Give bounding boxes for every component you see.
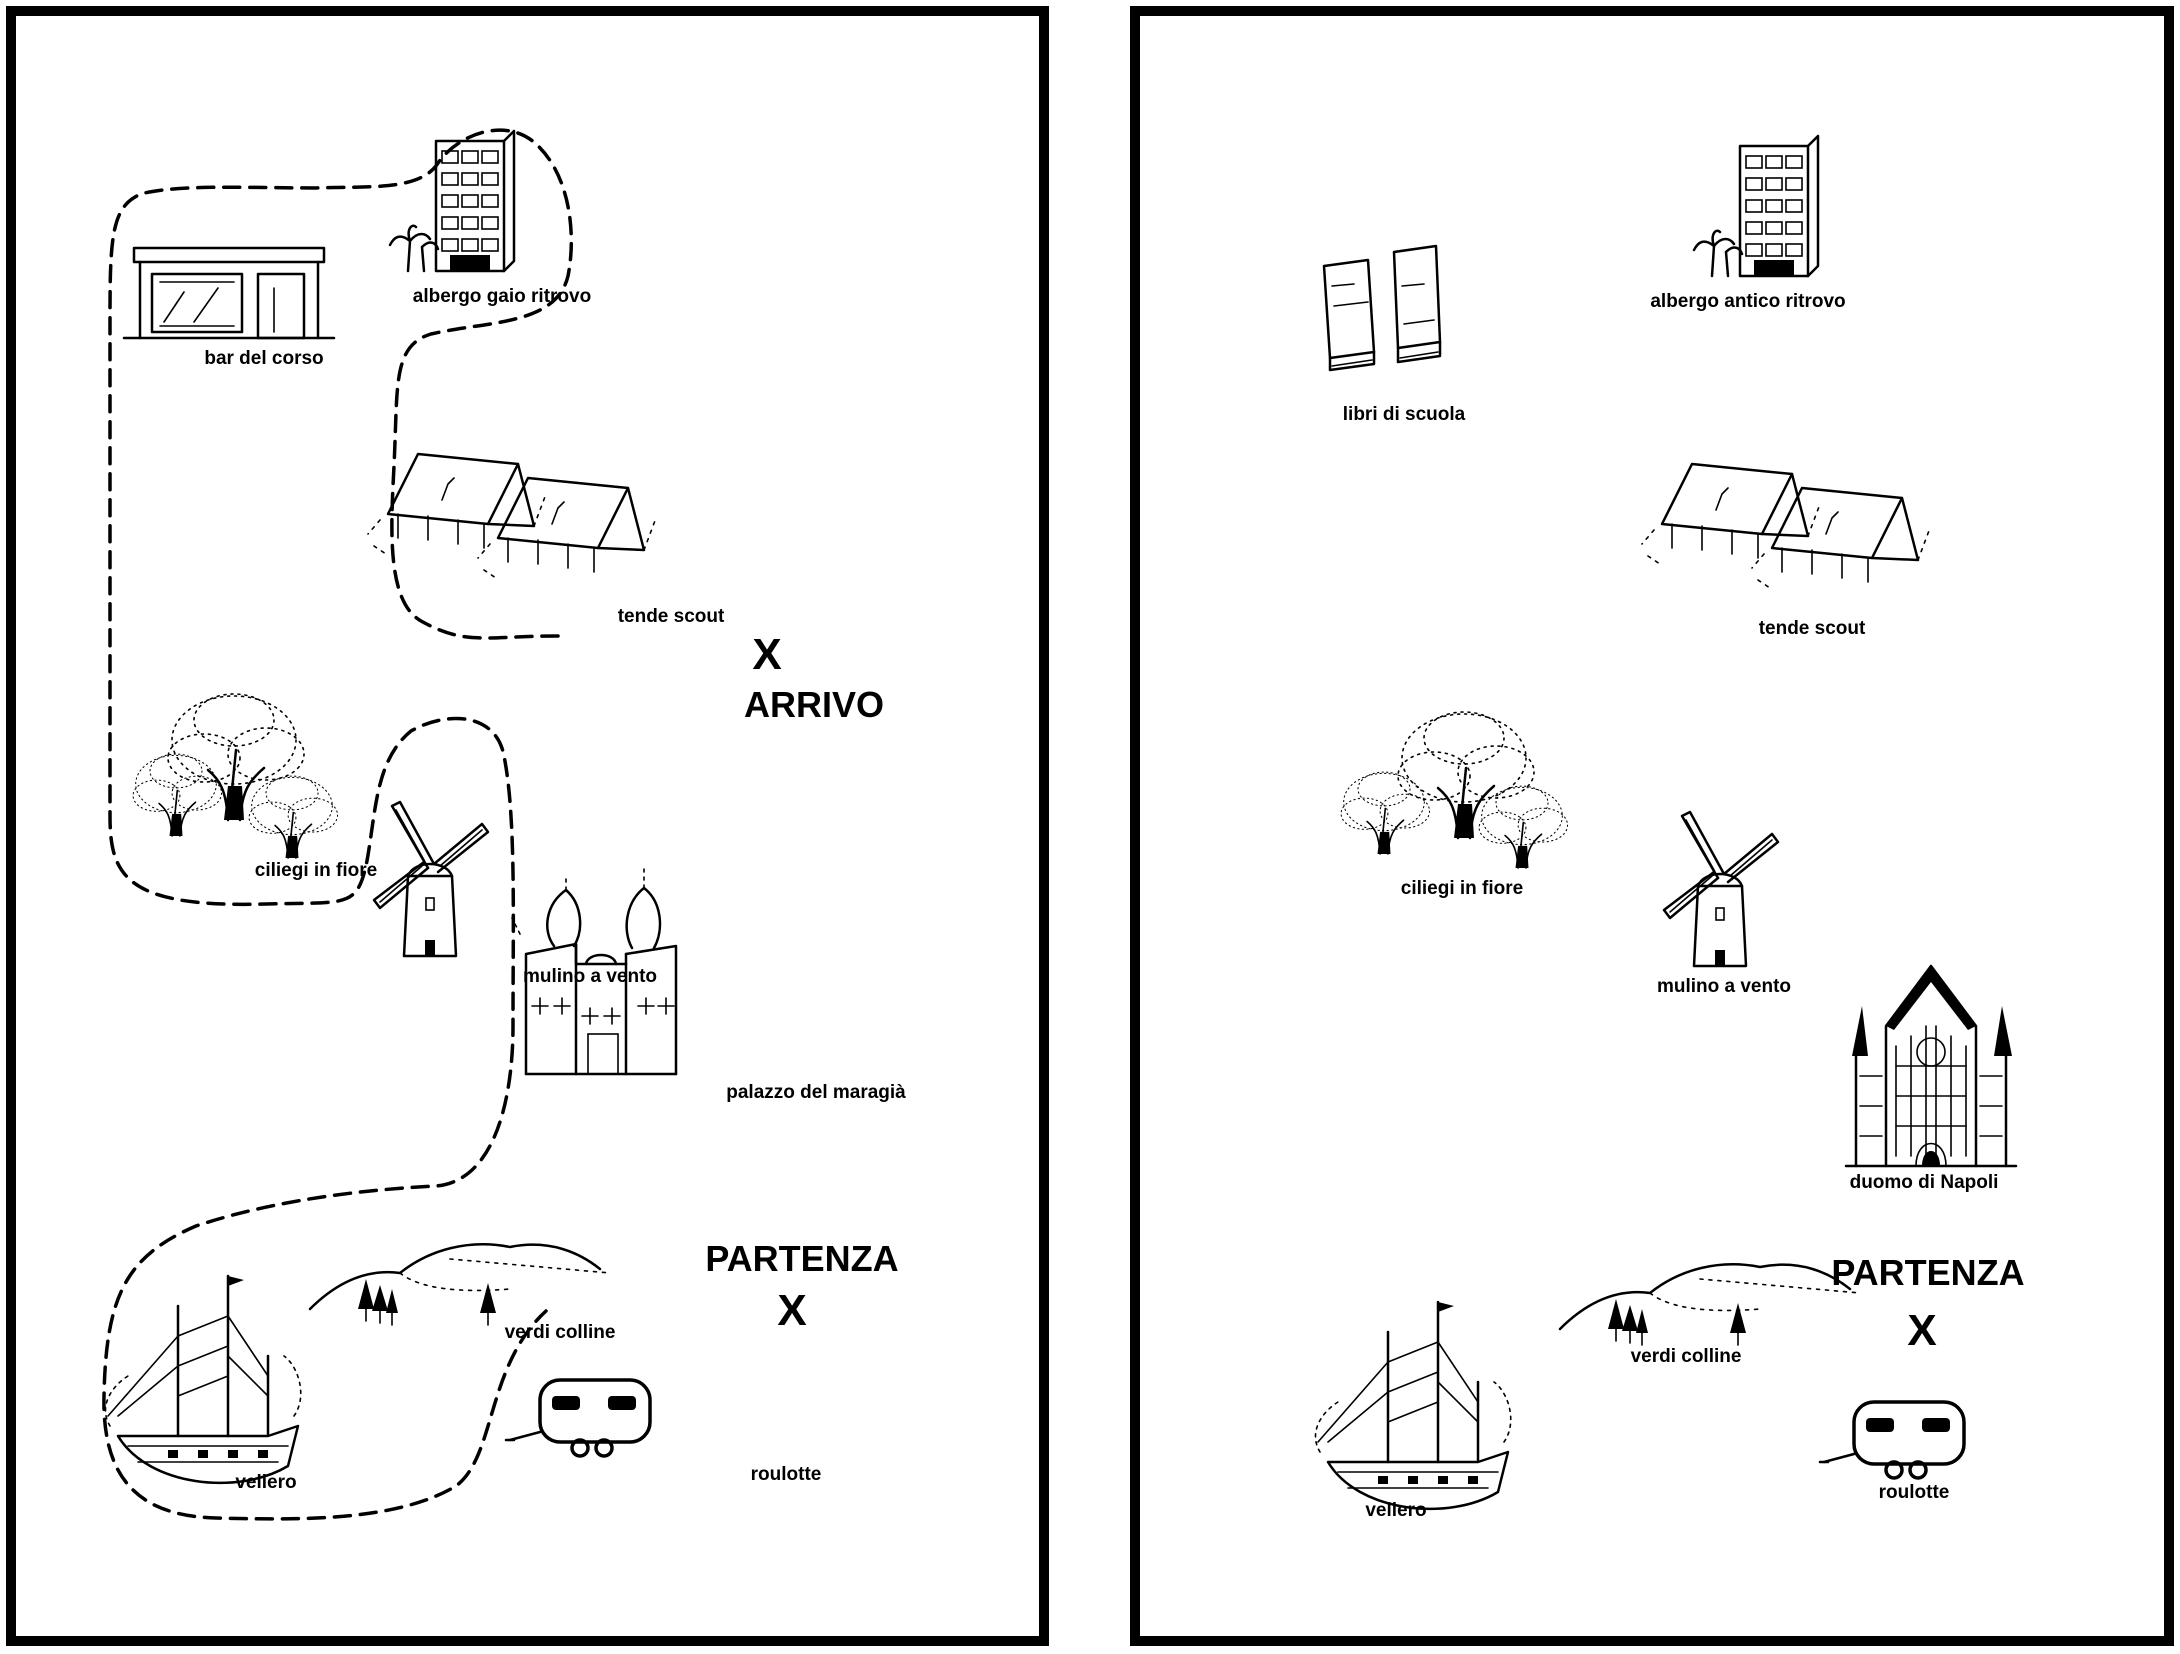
landmark-label-ship: veliero <box>1365 1500 1427 1521</box>
books-icon <box>1322 244 1442 372</box>
landmark-label-hotel: albergo antico ritrovo <box>1650 291 1846 312</box>
landmark-label-hotel: albergo gaio ritrovo <box>412 286 592 307</box>
landmark-label-hills: verdi colline <box>504 1322 616 1343</box>
landmark-label-books: libri di scuola <box>1342 404 1466 425</box>
landmark-label-ship: veliero <box>235 1472 297 1493</box>
landmark-label-windmill: mulino a vento <box>1656 976 1792 997</box>
landmark-label-hills: verdi colline <box>1630 1346 1742 1367</box>
sailing-ship-icon <box>1314 1300 1512 1511</box>
landmark-label-windmill: mulino a vento <box>522 966 658 987</box>
right-map: libri di scuola albergo antico ritrovo t… <box>1130 6 2174 1646</box>
caravan-icon <box>1818 1400 1966 1480</box>
windmill-icon <box>1662 810 1780 968</box>
cathedral-icon <box>1844 964 2018 1168</box>
landmark-label-trees: ciliegi in fiore <box>254 860 378 881</box>
landmark-label-tents: tende scout <box>1758 618 1866 639</box>
left-map: albergo gaio ritrovo bar del corso tende… <box>6 6 1049 1646</box>
tree-icon <box>132 692 339 859</box>
tent-icon <box>366 452 658 580</box>
sailing-ship-icon <box>104 1274 302 1485</box>
hills-icon <box>1558 1263 1862 1347</box>
arrival-marker: X <box>752 630 782 679</box>
right-map-drawing <box>1314 134 2018 1511</box>
hills-icon <box>308 1243 612 1327</box>
start-marker: X <box>1907 1306 1937 1355</box>
start-label: PARTENZA <box>705 1238 899 1279</box>
left-map-drawing <box>102 128 678 1521</box>
caravan-icon <box>504 1378 652 1458</box>
tree-icon <box>1340 710 1569 869</box>
landmark-label-trees: ciliegi in fiore <box>1400 878 1524 899</box>
landmark-label-palace: palazzo del maragià <box>726 1082 906 1103</box>
arrival-label: ARRIVO <box>743 684 885 725</box>
landmark-label-tents: tende scout <box>617 606 725 627</box>
landmark-label-caravan: roulotte <box>750 1464 822 1485</box>
landmark-label-cathedral: duomo di Napoli <box>1849 1172 1999 1193</box>
hotel-icon <box>388 129 516 273</box>
start-marker: X <box>777 1286 807 1335</box>
route-path <box>102 128 574 1521</box>
landmark-label-caravan: roulotte <box>1878 1482 1950 1503</box>
hotel-icon <box>1692 134 1820 278</box>
windmill-icon <box>372 800 490 958</box>
start-label: PARTENZA <box>1831 1252 2025 1293</box>
tent-icon <box>1640 462 1932 590</box>
landmark-label-bar: bar del corso <box>204 348 324 369</box>
bar-icon <box>122 246 336 340</box>
